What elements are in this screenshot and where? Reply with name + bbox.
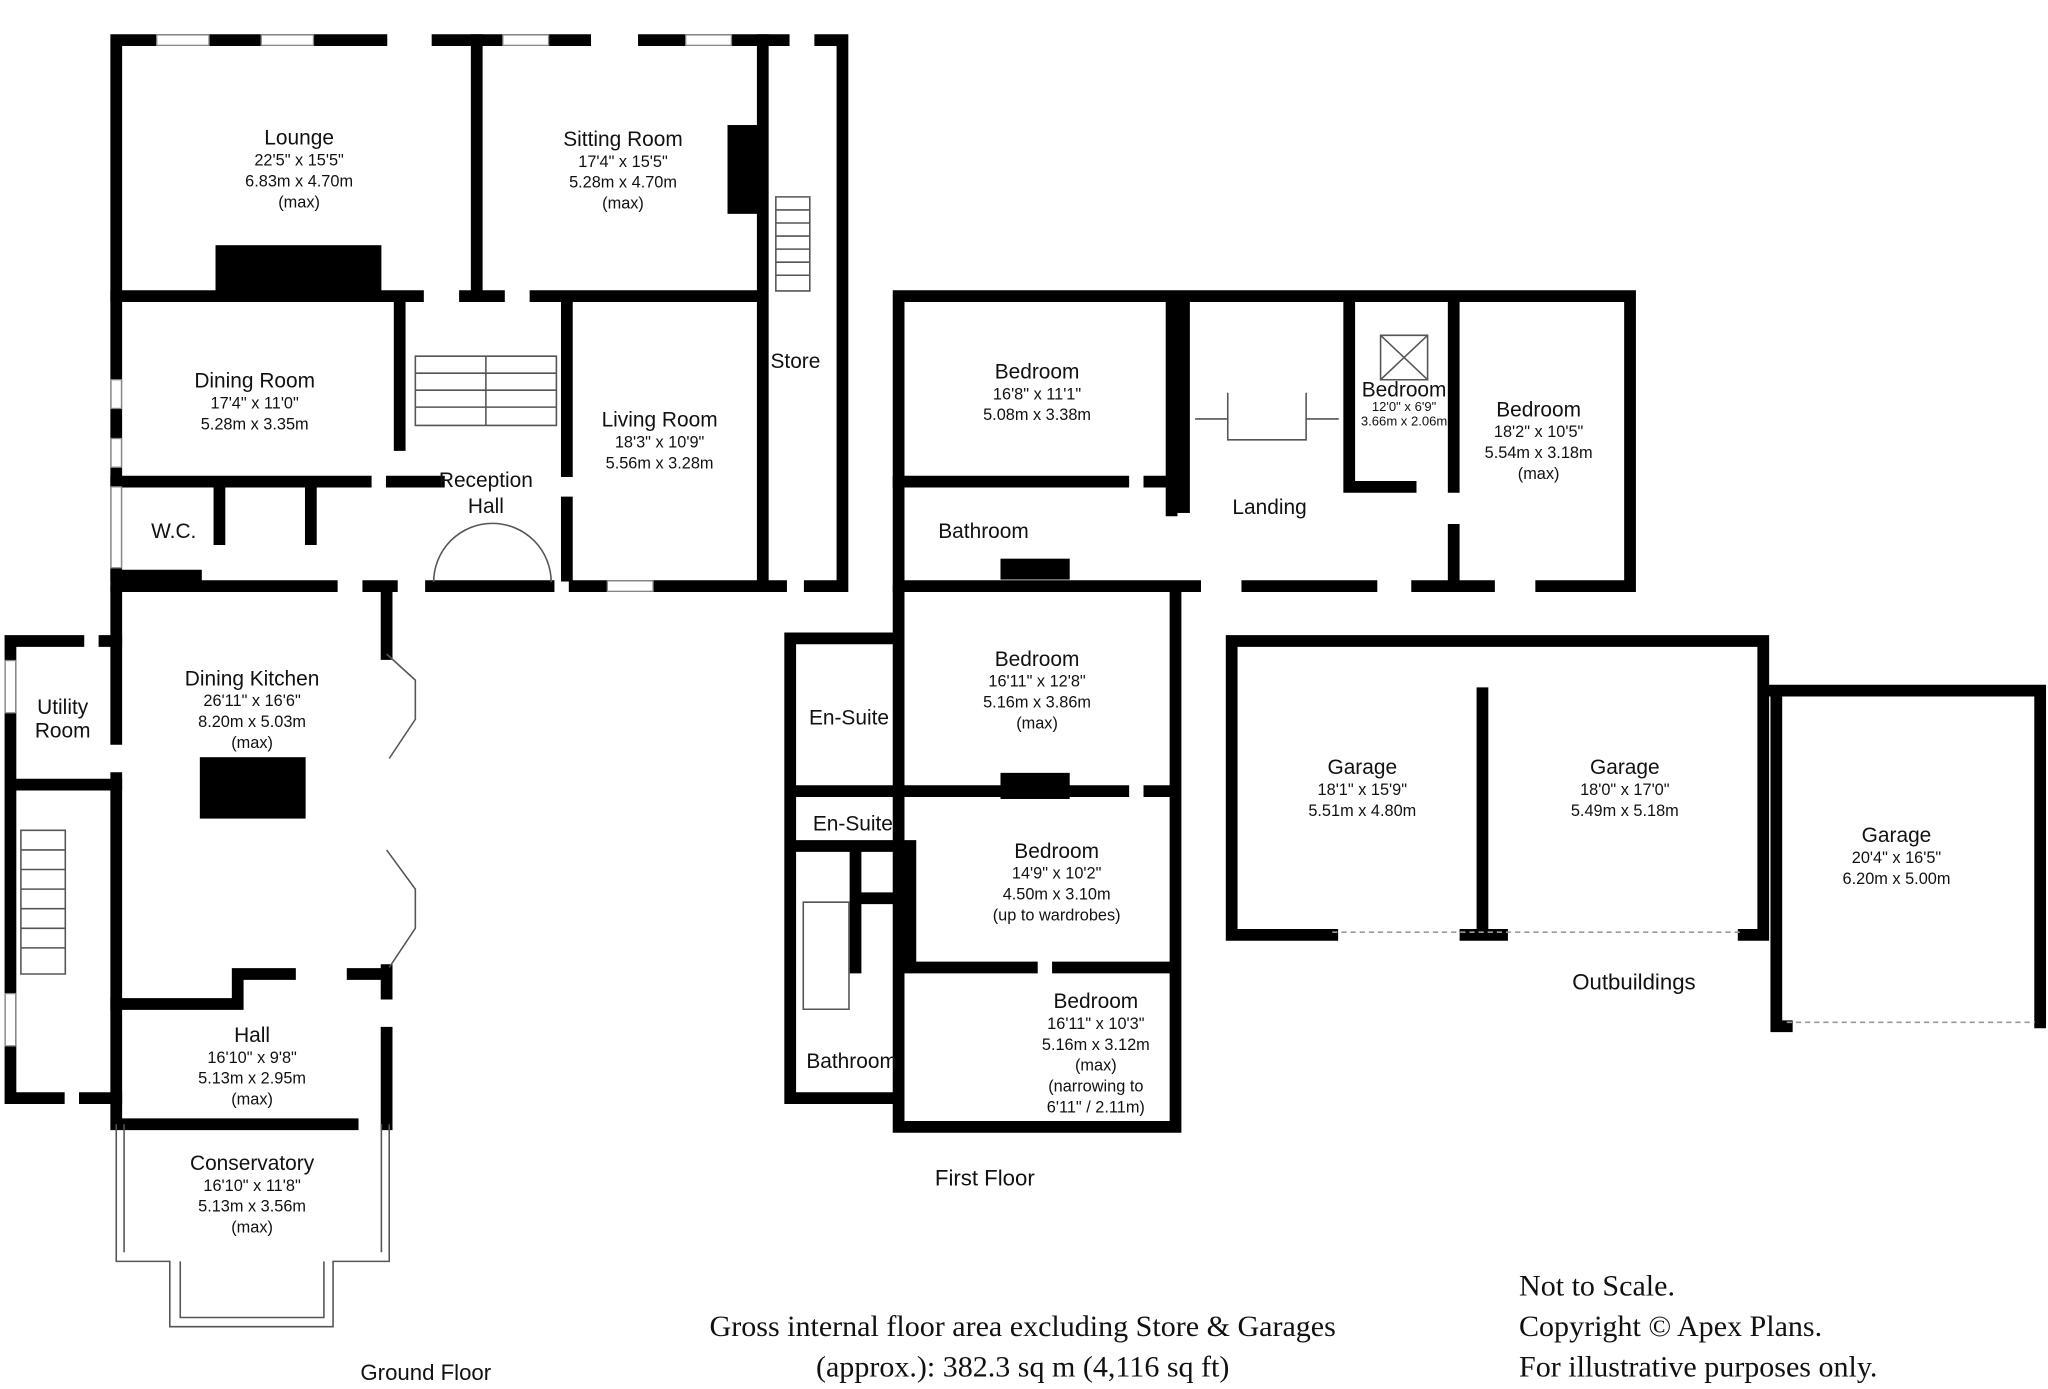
- entrance-arch: [432, 522, 552, 583]
- outbuildings-walls: [1225, 635, 2047, 1033]
- room-dimension: 4.50m x 3.10m: [1003, 886, 1111, 904]
- not-to-scale-notice: Not to Scale.: [1519, 1269, 1675, 1302]
- room-dimension: 3.66m x 2.06m: [1361, 413, 1447, 428]
- room-dimension: 12'0" x 6'9": [1372, 399, 1437, 414]
- room-dimension: (max): [231, 734, 273, 752]
- room-dimension: 20'4" x 16'5": [1852, 849, 1942, 867]
- room-dimension: 5.13m x 3.56m: [198, 1198, 306, 1216]
- area-line-1: Gross internal floor area excluding Stor…: [710, 1310, 1336, 1343]
- room-dimension: 5.54m x 3.18m: [1485, 444, 1593, 462]
- room-dimension: 5.13m x 2.95m: [198, 1070, 306, 1088]
- room-dimension: (max): [1075, 1057, 1117, 1075]
- room-dimension: 18'2" x 10'5": [1494, 423, 1584, 441]
- room-dimension: 5.16m x 3.12m: [1042, 1036, 1150, 1054]
- room-dimension: 5.56m x 3.28m: [606, 455, 714, 473]
- windows: [4, 34, 733, 1047]
- room-name: Reception: [439, 469, 533, 492]
- room-dimension: 5.28m x 3.35m: [201, 415, 309, 433]
- room-name: Hall: [234, 1024, 270, 1047]
- room-dimension: 6.20m x 5.00m: [1843, 870, 1951, 888]
- room-name: Store: [770, 350, 820, 373]
- room-dimension: 5.28m x 4.70m: [569, 174, 677, 192]
- first-floor-walls: [784, 290, 1636, 1133]
- room-dimension: (narrowing to: [1048, 1078, 1143, 1096]
- room-dimension: 18'1" x 15'9": [1318, 781, 1408, 799]
- room-dimension: 16'8" x 11'1": [993, 385, 1081, 403]
- room-dimension: 16'10" x 11'8": [203, 1177, 301, 1195]
- room-dimension: 16'10" x 9'8": [207, 1049, 297, 1067]
- kitchen-island: [199, 757, 306, 819]
- room-labels: Lounge 22'5" x 15'5" 6.83m x 4.70m (max) Sit…: [35, 127, 1951, 1237]
- room-dimension: 6'11" / 2.11m): [1047, 1098, 1145, 1116]
- room-name: W.C.: [151, 520, 196, 543]
- room-dimension: 6.83m x 4.70m: [245, 172, 353, 190]
- room-dimension: (max): [278, 193, 320, 211]
- lounge-fireplace: [215, 245, 382, 293]
- copyright-notice: Copyright © Apex Plans.: [1519, 1310, 1822, 1343]
- room-name: Dining Room: [194, 370, 315, 393]
- room-name: Bedroom: [1362, 379, 1447, 402]
- room-name: En-Suite: [809, 707, 889, 730]
- sitting-room-fireplace: [727, 125, 761, 214]
- room-dimension: 5.51m x 4.80m: [1308, 802, 1416, 820]
- room-dimension: (max): [231, 1219, 273, 1237]
- reception-stairs: [414, 355, 558, 427]
- ground-floor-label: Ground Floor: [360, 1360, 491, 1385]
- room-dimension: 17'4" x 11'0": [211, 394, 299, 412]
- room-name: Utility: [37, 696, 89, 719]
- room-dimension: 26'11" x 16'6": [203, 692, 301, 710]
- room-dimension: 17'4" x 15'5": [578, 153, 668, 171]
- room-name: Bathroom: [806, 1050, 897, 1073]
- first-floor-label: First Floor: [935, 1166, 1035, 1191]
- room-dimension: 16'11" x 10'3": [1047, 1015, 1145, 1033]
- room-name: Living Room: [602, 409, 718, 432]
- room-name: Bedroom: [1496, 398, 1581, 421]
- area-line-2: (approx.): 382.3 sq m (4,116 sq ft): [816, 1350, 1229, 1383]
- room-dimension: 16'11" x 12'8": [988, 673, 1086, 691]
- room-name: Garage: [1327, 756, 1397, 779]
- room-name: Bathroom: [938, 520, 1029, 543]
- store-stairs: [775, 196, 811, 292]
- room-dimension: 18'0" x 17'0": [1580, 781, 1670, 799]
- outbuildings-label: Outbuildings: [1572, 970, 1695, 995]
- ground-floor-walls: [4, 34, 849, 1328]
- room-dimension: Room: [35, 720, 91, 743]
- room-dimension: 18'3" x 10'9": [615, 434, 705, 452]
- room-name: En-Suite: [813, 812, 893, 835]
- room-name: Bedroom: [995, 360, 1080, 383]
- room-dimension: (max): [602, 195, 644, 213]
- utility-stairs: [20, 829, 67, 975]
- room-dimension: 5.16m x 3.86m: [983, 694, 1091, 712]
- room-name: Garage: [1590, 756, 1660, 779]
- room-dimension: 5.08m x 3.38m: [983, 406, 1091, 424]
- room-name: Landing: [1232, 496, 1306, 519]
- room-name: Bedroom: [1014, 840, 1099, 863]
- room-name: Bedroom: [1053, 990, 1138, 1013]
- room-name: Bedroom: [995, 648, 1080, 671]
- room-dimension: 8.20m x 5.03m: [198, 713, 306, 731]
- room-dimension: (max): [1518, 465, 1560, 483]
- room-dimension: 5.49m x 5.18m: [1571, 802, 1679, 820]
- room-dimension: 14'9" x 10'2": [1012, 865, 1102, 883]
- room-dimension: (max): [231, 1091, 273, 1109]
- room-dimension: Hall: [468, 495, 504, 518]
- illustrative-notice: For illustrative purposes only.: [1519, 1350, 1877, 1383]
- room-name: Garage: [1862, 824, 1932, 847]
- room-name: Conservatory: [190, 1152, 315, 1175]
- room-dimension: (up to wardrobes): [993, 906, 1121, 924]
- room-name: Dining Kitchen: [185, 667, 320, 690]
- room-dimension: 22'5" x 15'5": [254, 152, 344, 170]
- room-dimension: (max): [1016, 714, 1058, 732]
- room-name: Lounge: [264, 127, 334, 150]
- room-name: Sitting Room: [563, 128, 683, 151]
